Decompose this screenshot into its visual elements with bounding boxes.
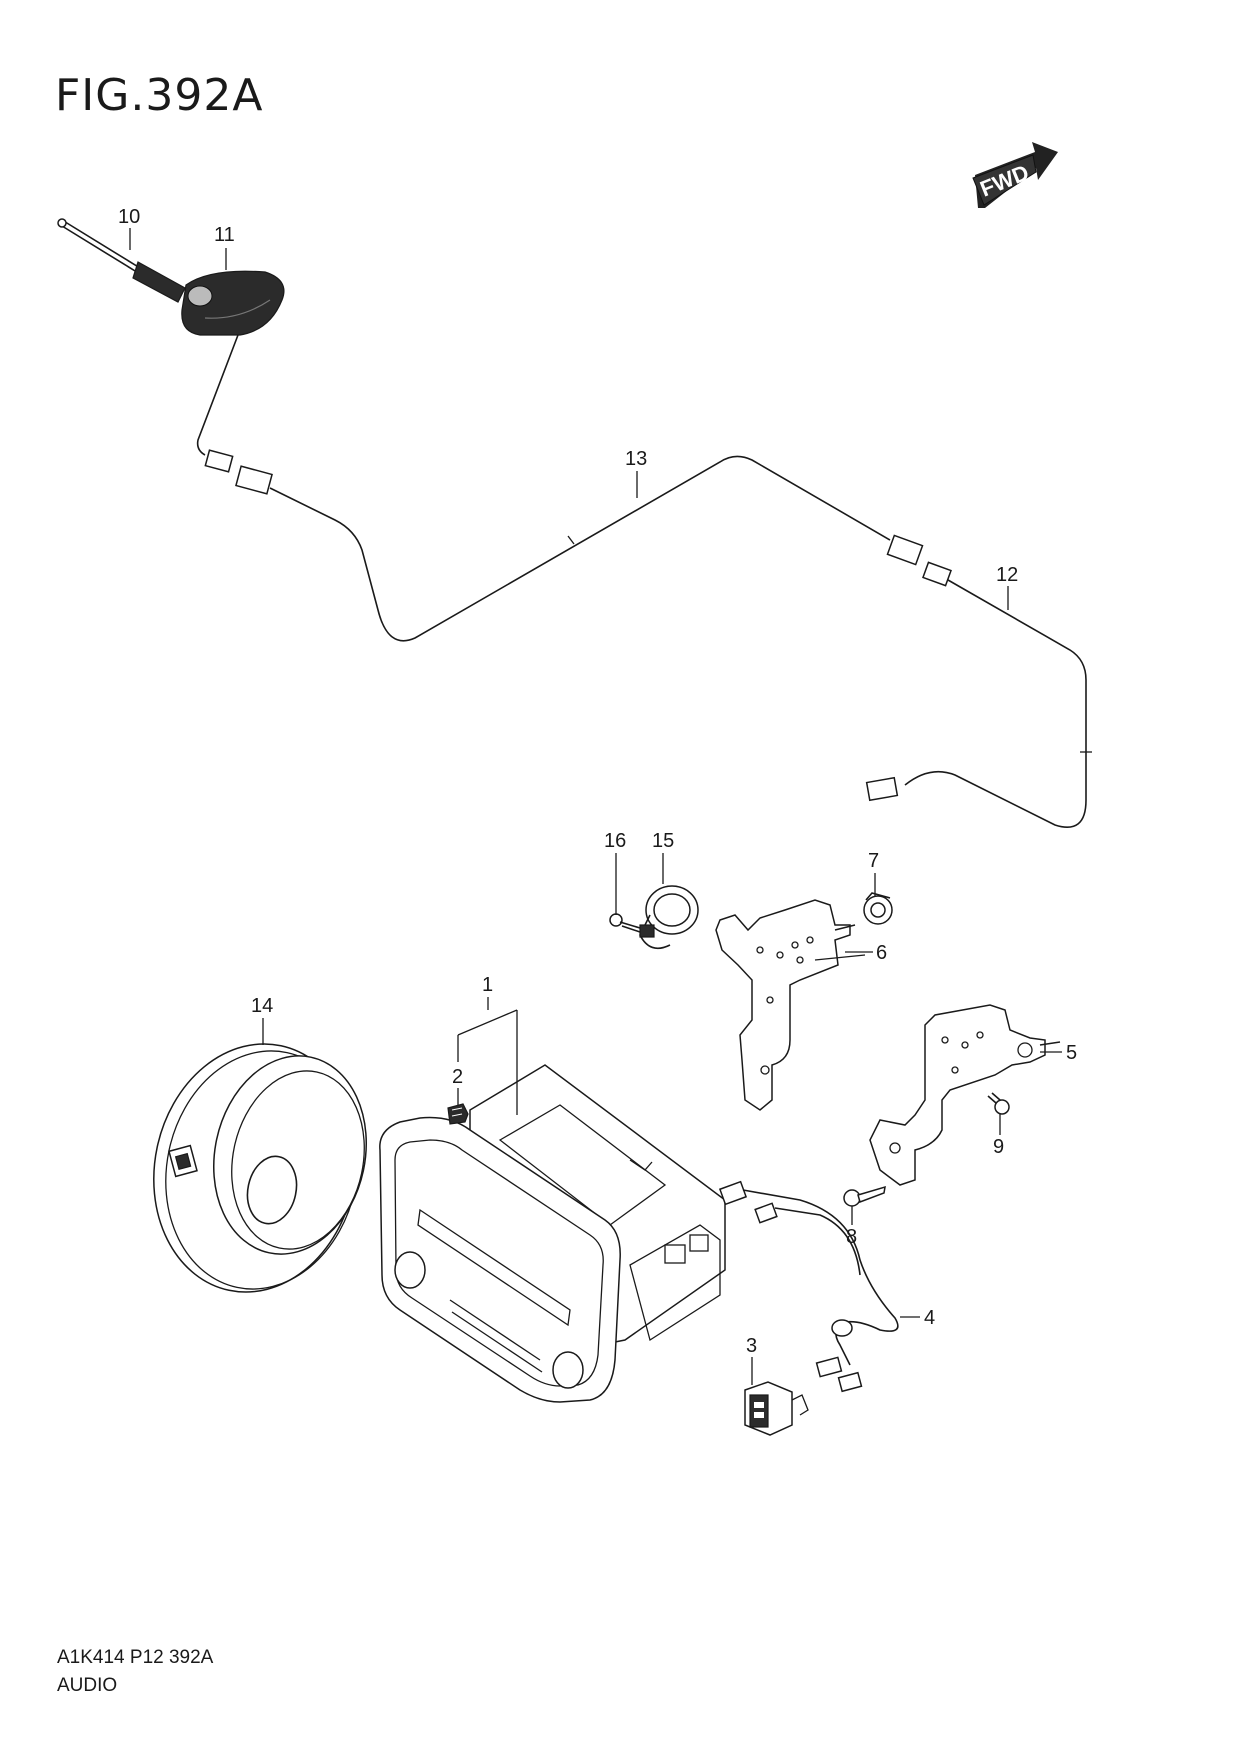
- callout-15: 15: [652, 830, 674, 852]
- callout-12: 12: [996, 564, 1018, 586]
- nut: [863, 892, 893, 925]
- figure-title: FIG.392A: [55, 70, 264, 121]
- screw-small: [609, 913, 641, 933]
- callout-4: 4: [924, 1307, 935, 1329]
- bracket-right: [869, 1004, 1061, 1186]
- callout-7: 7: [868, 850, 879, 872]
- usb-harness: [718, 1180, 899, 1393]
- callout-3: 3: [746, 1335, 757, 1357]
- tweeter: [639, 885, 699, 950]
- audio-head-unit: [379, 1064, 726, 1403]
- callout-1: 1: [482, 974, 493, 996]
- antenna-base: [181, 270, 285, 336]
- fwd-arrow-icon: FWD: [972, 142, 1058, 208]
- callout-5: 5: [1066, 1042, 1077, 1064]
- screw: [843, 1185, 886, 1207]
- callout-9: 9: [993, 1136, 1004, 1158]
- callout-8: 8: [846, 1226, 857, 1248]
- callout-11: 11: [214, 224, 235, 246]
- callout-14: 14: [251, 995, 273, 1017]
- bolt: [987, 1092, 1010, 1115]
- antenna-rod: [57, 218, 186, 303]
- bracket-left: [715, 899, 866, 1111]
- figure-code: A1K414 P12 392A: [57, 1647, 214, 1668]
- callout-6: 6: [876, 942, 887, 964]
- callout-13: 13: [625, 448, 647, 470]
- speaker: [153, 1043, 368, 1293]
- figure-name: AUDIO: [57, 1675, 118, 1696]
- callout-10: 10: [118, 206, 140, 228]
- clip: [447, 1103, 469, 1125]
- usb-aux-jack: [744, 1381, 809, 1436]
- callout-16: 16: [604, 830, 626, 852]
- callout-2: 2: [452, 1066, 463, 1088]
